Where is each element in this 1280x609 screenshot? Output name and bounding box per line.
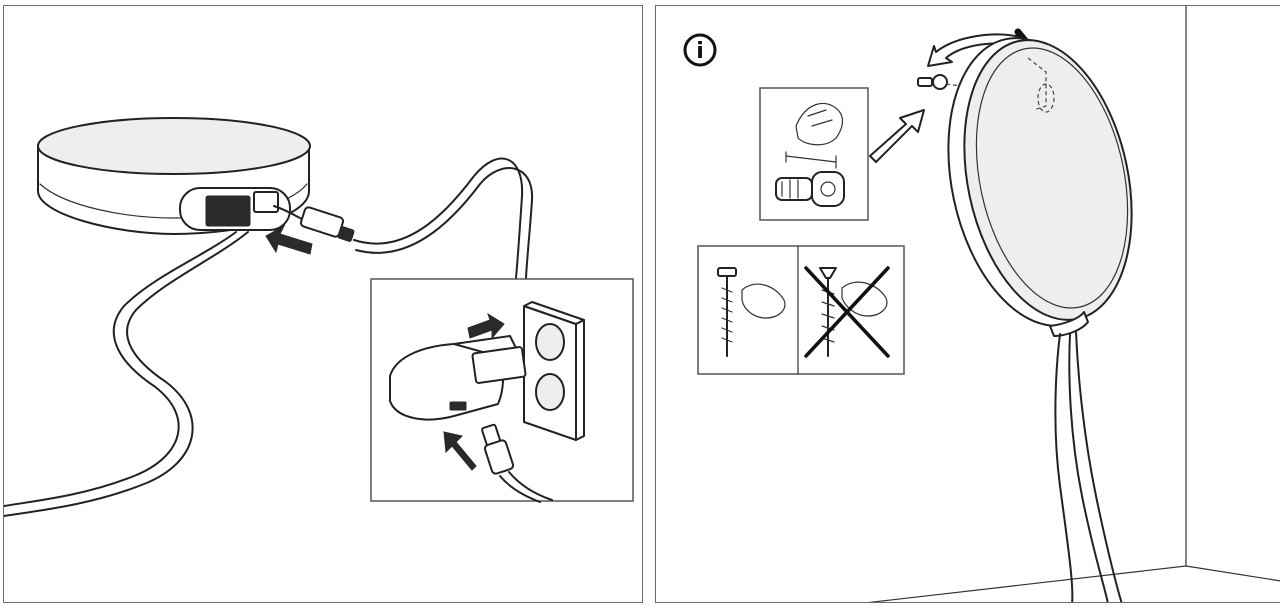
insert-arrow-usb [443,431,477,471]
svg-text:i: i [696,39,704,64]
screw-comparison-box [697,245,905,375]
hub-device [37,117,311,235]
connect-illustration [4,117,634,517]
hanging-cable-2 [1068,333,1109,602]
hanging-cable-1 [1054,333,1074,602]
screw-detail-box [759,87,869,221]
left-instruction-panel [3,5,643,603]
inset-adapter-outlet [370,278,634,503]
power-cable [4,231,237,507]
info-icon: i [683,33,717,67]
insert-arrow-outlet [467,312,505,340]
wall-mount-illustration: i [683,6,1280,602]
insert-arrow-left [265,224,313,255]
wall-mounted-hub [947,28,1133,337]
right-instruction-panel: i [655,5,1280,603]
cross-mark [804,266,890,358]
power-cable-outline [4,231,249,517]
hanging-cable-3 [1075,331,1123,602]
pointer-arrow [869,109,925,163]
small-cable-plug [273,157,534,279]
